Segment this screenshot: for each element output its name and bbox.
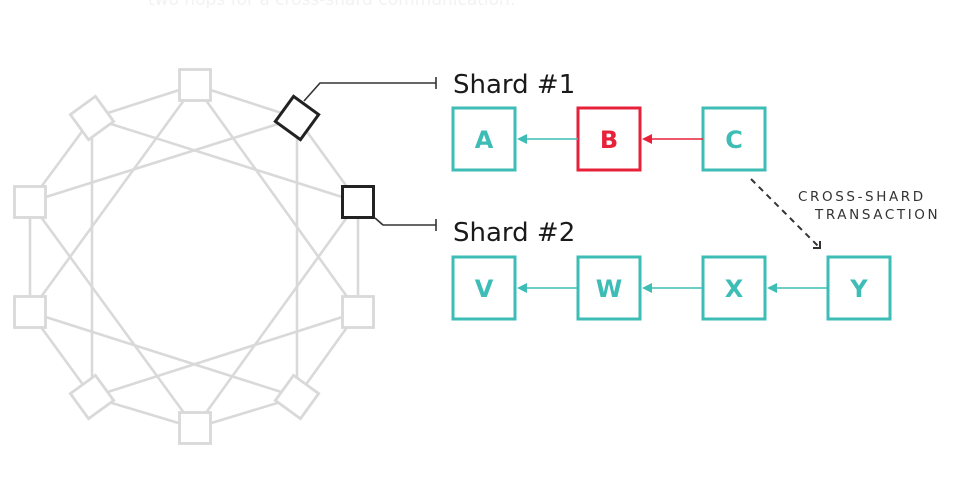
network-edge: [28, 201, 197, 429]
block-x: X: [701, 255, 767, 321]
node-top-left: [68, 94, 116, 142]
network-edge: [193, 84, 360, 313]
block-label: X: [725, 275, 744, 303]
network-edge: [91, 310, 359, 399]
cross-shard-label-line-1: CROSS-SHARD: [798, 189, 926, 205]
block-a: A: [451, 106, 517, 172]
network-edge: [91, 116, 359, 204]
node-bottom: [178, 411, 212, 445]
block-y: Y: [826, 255, 892, 321]
block-v: V: [451, 255, 517, 321]
cross-shard-arrowhead: [813, 241, 821, 249]
block-box: [701, 106, 767, 172]
node-top: [178, 68, 212, 102]
chain-arrowhead: [767, 283, 777, 293]
block-box: [451, 255, 517, 321]
block-chains: A B C V W X Y: [451, 106, 892, 321]
node-bottom-right: [273, 373, 321, 421]
leader-line-shard-1: [303, 82, 436, 102]
network-edge: [29, 310, 298, 399]
block-label: B: [600, 126, 618, 154]
block-label: A: [475, 126, 494, 154]
shard-2-title: Shard #2: [453, 218, 575, 248]
node-top-right: [273, 94, 321, 142]
cross-shard-arrow: [750, 178, 819, 247]
chain-arrowhead: [642, 283, 652, 293]
network-edge: [91, 83, 196, 120]
caption-text: two hops for a cross-shard communication…: [148, 0, 516, 10]
block-c: C: [701, 106, 767, 172]
network-edge: [193, 201, 360, 429]
node-right: [341, 185, 375, 219]
block-label: Y: [849, 275, 868, 303]
block-label: W: [596, 275, 622, 303]
block-box: [701, 255, 767, 321]
network-nodes: [13, 68, 375, 445]
leader-line-shard-2: [374, 217, 436, 226]
chain-arrowhead: [642, 134, 652, 144]
block-box: [826, 255, 892, 321]
cross-shard-label-line-2: TRANSACTION: [814, 207, 940, 223]
chain-arrowhead: [517, 283, 527, 293]
shard-1-title: Shard #1: [453, 70, 575, 100]
block-box: [451, 106, 517, 172]
block-label: V: [475, 275, 494, 303]
network-edge: [28, 84, 197, 313]
block-label: C: [725, 126, 743, 154]
block-w: W: [576, 255, 642, 321]
network-edge: [29, 116, 298, 204]
node-left-lower: [13, 295, 47, 329]
node-left: [13, 185, 47, 219]
node-bottom-left: [68, 373, 116, 421]
network-edges: [28, 83, 360, 430]
node-right-lower: [341, 295, 375, 329]
block-b: B: [576, 106, 642, 172]
chain-arrowhead: [517, 134, 527, 144]
